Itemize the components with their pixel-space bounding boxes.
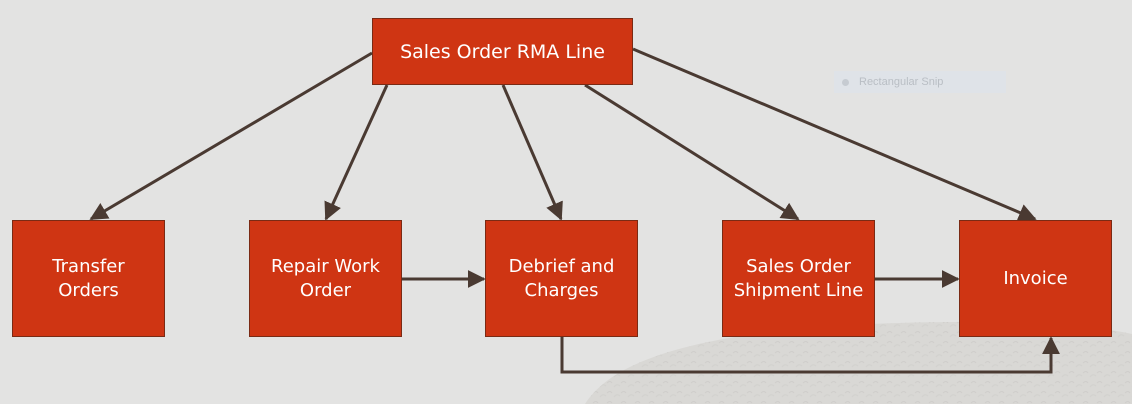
edge-debrief-invoice xyxy=(560,336,1060,374)
node-repair-work-order: Repair Work Order xyxy=(249,220,402,337)
node-sales-order-rma-line: Sales Order RMA Line xyxy=(372,18,633,85)
node-sales-order-shipment-line: Sales Order Shipment Line xyxy=(722,220,875,337)
snip-label: Rectangular Snip xyxy=(859,76,944,88)
node-invoice: Invoice xyxy=(959,220,1112,337)
edge-root-repair xyxy=(324,84,389,221)
rectangular-snip-tooltip[interactable]: Rectangular Snip xyxy=(834,71,1006,93)
record-dot-icon xyxy=(842,78,849,86)
edge-root-debrief xyxy=(501,84,563,221)
decorative-texture xyxy=(585,321,1132,404)
edge-root-transfer xyxy=(89,51,373,221)
edge-root-shipment xyxy=(584,83,800,221)
node-transfer-orders: Transfer Orders xyxy=(12,220,165,337)
edge-root-invoice xyxy=(632,47,1037,221)
node-debrief-and-charges: Debrief and Charges xyxy=(485,220,638,337)
